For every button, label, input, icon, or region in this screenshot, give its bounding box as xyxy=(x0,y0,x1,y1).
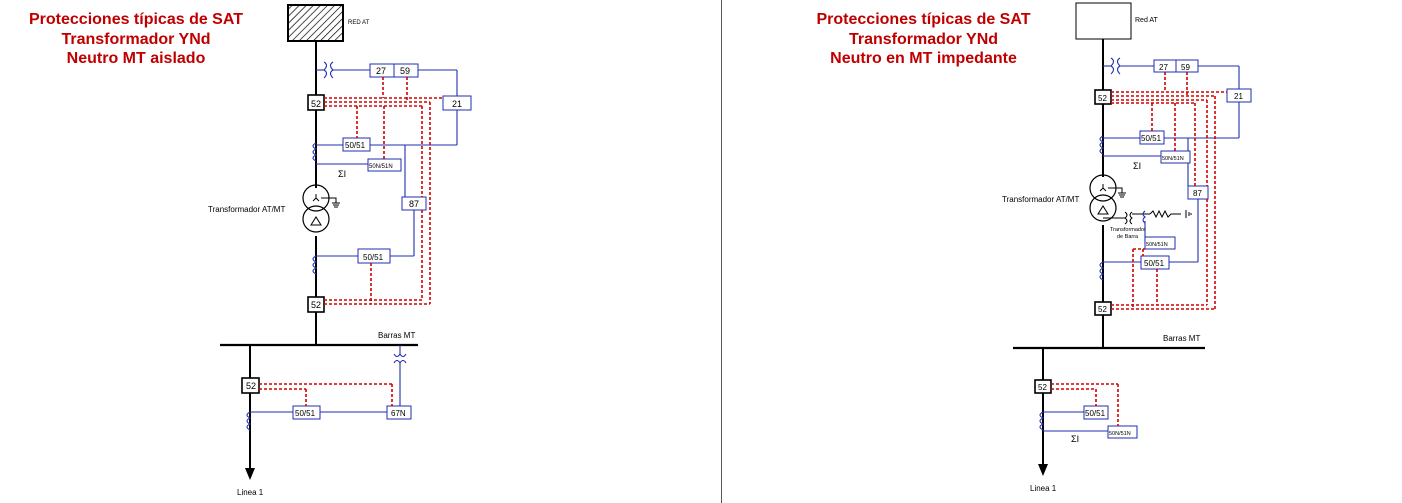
title-left-line-2: Transformador YNd xyxy=(61,30,211,48)
right-breaker-top-label: 52 xyxy=(1098,94,1107,103)
right-breaker-top xyxy=(1094,89,1112,105)
left-relay-5051-lv xyxy=(357,248,391,264)
title-left: Protecciones típicas de SAT Transformado… xyxy=(16,10,256,69)
title-left-line-1: Protecciones típicas de SAT xyxy=(29,11,243,28)
left-breaker-top-label: 52 xyxy=(311,99,321,109)
right-transformer-icon xyxy=(1089,174,1126,222)
right-diagram: Red AT 52 27 59 21 xyxy=(1002,2,1252,493)
right-breaker-lv-label: 52 xyxy=(1098,305,1107,314)
right-relay-50n51n-hv-label: 50N/51N xyxy=(1162,156,1184,162)
left-trip-circuits xyxy=(324,77,443,305)
left-transformer-icon xyxy=(302,184,340,233)
right-relay-21 xyxy=(1226,88,1252,103)
left-relay-87-label: 87 xyxy=(409,199,419,209)
left-relay-5051-lv-label: 50/51 xyxy=(363,253,384,262)
right-ct-line-icon xyxy=(1039,411,1108,432)
right-relay-59-label: 59 xyxy=(1181,63,1190,72)
left-ct-hv-icon xyxy=(312,142,406,197)
right-relay-50n51n-gt-label: 50N/51N xyxy=(1146,242,1168,248)
panel-divider xyxy=(721,0,722,503)
left-relay-5051-line-label: 50/51 xyxy=(295,409,316,418)
right-bus-label: Barras MT xyxy=(1163,334,1200,343)
left-sum-label: ΣI xyxy=(338,169,346,179)
left-relay-21-label: 21 xyxy=(452,99,462,109)
right-relay-50n51n-line xyxy=(1107,425,1138,439)
left-transformer-label: Transformador AT/MT xyxy=(208,205,285,214)
left-bus-label: Barras MT xyxy=(378,331,415,340)
right-breaker-line-label: 52 xyxy=(1038,383,1047,392)
left-relay-27-label: 27 xyxy=(376,66,386,76)
left-relay-67n xyxy=(386,405,412,420)
left-feeder-label: Linea 1 xyxy=(237,488,264,497)
right-sum-label-line: ΣI xyxy=(1071,434,1079,444)
right-grounding-label-1: Transformador xyxy=(1110,227,1146,233)
right-relay-5051-line-label: 50/51 xyxy=(1085,409,1106,418)
left-relay-59 xyxy=(393,63,419,78)
right-vt-hv-icon xyxy=(1103,57,1240,139)
right-line-trip-circuits xyxy=(1051,383,1119,426)
left-ct-line-icon xyxy=(246,411,387,431)
right-relay-5051-lv xyxy=(1140,255,1170,270)
right-grid-label: Red AT xyxy=(1135,17,1159,24)
left-ct-lv-icon xyxy=(312,255,414,275)
right-sum-label: ΣI xyxy=(1133,161,1141,171)
right-grounding-transformer-icon xyxy=(1103,209,1192,243)
right-transformer-label: Transformador AT/MT xyxy=(1002,195,1079,204)
right-grounding-label-2: de Barra xyxy=(1117,234,1139,240)
left-breaker-lv-label: 52 xyxy=(311,300,321,310)
right-relay-27-label: 27 xyxy=(1159,63,1168,72)
right-grid-source xyxy=(1075,2,1132,40)
left-relay-59-label: 59 xyxy=(400,66,410,76)
right-ct-lv-icon xyxy=(1099,261,1198,281)
left-vt-hv-icon xyxy=(316,61,458,146)
right-relay-5051-lv-label: 50/51 xyxy=(1144,259,1165,268)
right-feeder-label: Linea 1 xyxy=(1030,484,1057,493)
left-grid-label: RED AT xyxy=(348,20,370,26)
left-feeder-arrow-icon xyxy=(245,468,255,480)
left-breaker-line-label: 52 xyxy=(246,381,256,391)
left-relay-21 xyxy=(442,95,472,111)
right-feeder-arrow-icon xyxy=(1038,464,1048,476)
title-right-line-1: Protecciones típicas de SAT xyxy=(816,11,1031,28)
title-right: Protecciones típicas de SAT Transformado… xyxy=(806,10,1041,69)
left-diagram: RED AT 52 27 59 21 xyxy=(208,4,472,497)
title-right-line-3: Neutro en MT impedante xyxy=(830,50,1017,67)
title-right-line-2: Transformador YNd xyxy=(848,30,999,48)
right-relay-21-label: 21 xyxy=(1234,92,1243,101)
right-relay-5051-hv-label: 50/51 xyxy=(1141,134,1162,143)
left-relay-67n-label: 67N xyxy=(391,409,406,418)
right-relay-50n51n-gt xyxy=(1144,236,1176,250)
title-left-line-3: Neutro MT aislado xyxy=(66,50,206,67)
left-grid-source xyxy=(287,4,344,42)
left-relay-50n51n-label: 50N/51N xyxy=(369,164,393,170)
left-line-trip-circuits xyxy=(259,383,393,406)
right-relay-87-label: 87 xyxy=(1193,189,1202,198)
right-relay-50n51n-line-label: 50N/51N xyxy=(1109,431,1131,437)
left-vt-bus-icon xyxy=(393,345,407,406)
left-relay-5051-hv-label: 50/51 xyxy=(345,141,366,150)
right-trip-circuits xyxy=(1111,72,1227,310)
